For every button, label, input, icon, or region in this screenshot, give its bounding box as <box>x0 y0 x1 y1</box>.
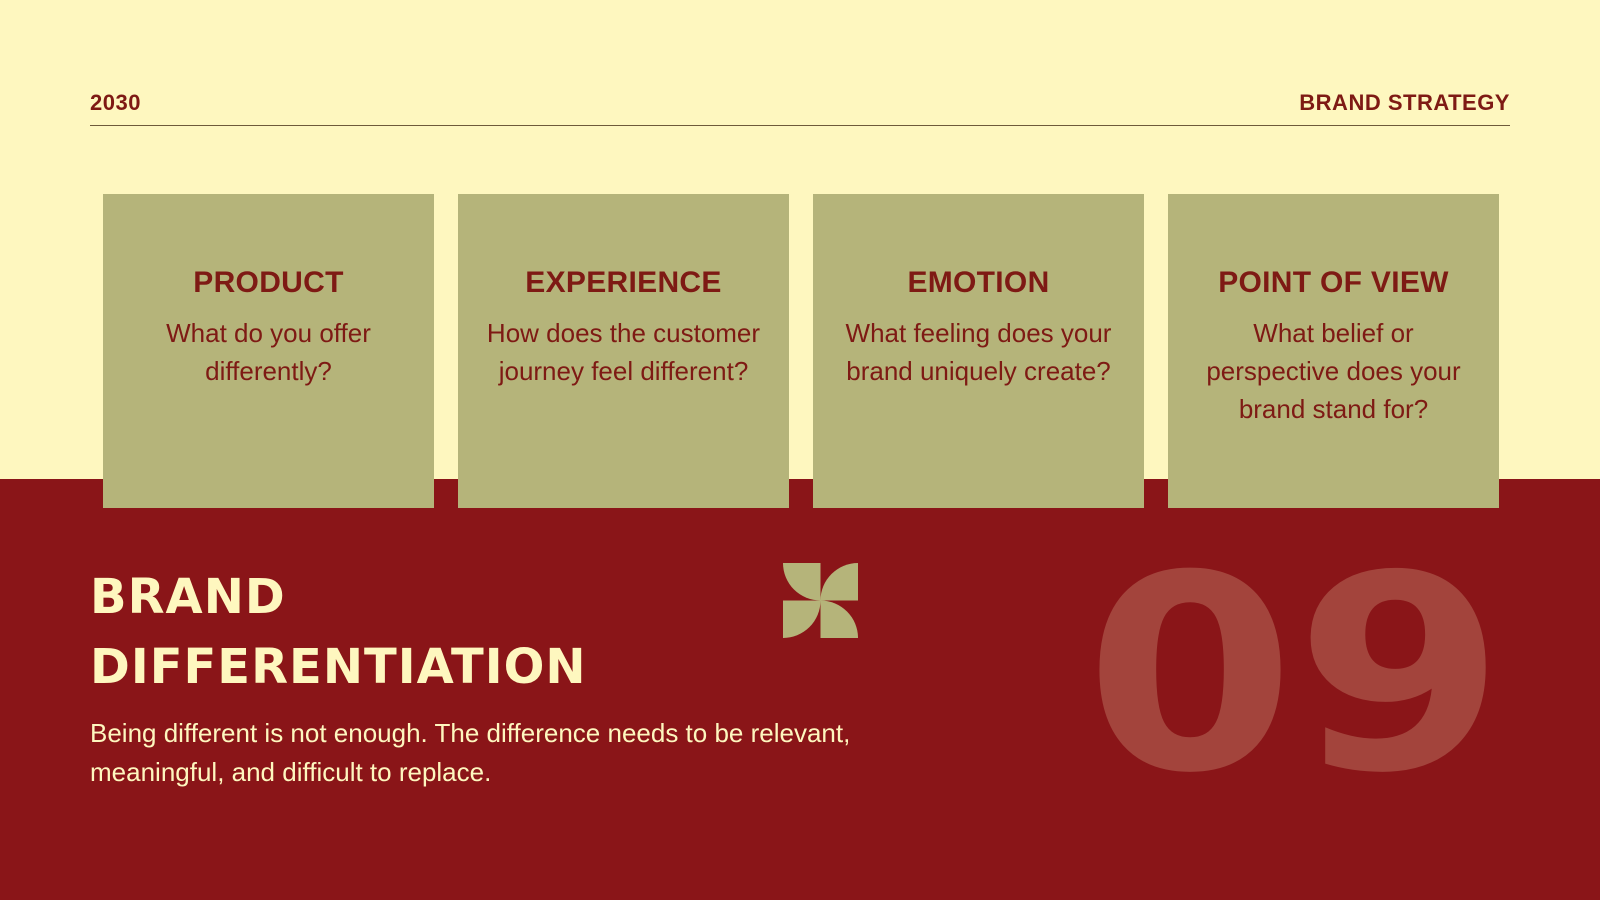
page-number-text: 09 <box>1085 528 1505 808</box>
card-text: What belief or perspective does your bra… <box>1206 318 1461 424</box>
card-point-of-view: POINT OF VIEW What belief or perspective… <box>1168 194 1499 508</box>
page-title: BRAND DIFFERENTIATION <box>90 562 587 702</box>
header-year: 2030 <box>90 90 141 115</box>
card-product: PRODUCT What do you offer differently? <box>103 194 434 508</box>
card-title: POINT OF VIEW <box>1218 266 1449 299</box>
card-title: EMOTION <box>907 266 1050 299</box>
page-title-line2: DIFFERENTIATION <box>90 639 587 695</box>
card-text: How does the customer journey feel diffe… <box>486 318 761 386</box>
header-divider <box>90 125 1510 126</box>
bottom-background <box>0 479 1600 900</box>
page-description: Being different is not enough. The diffe… <box>90 718 851 787</box>
header-section-title: BRAND STRATEGY <box>1299 90 1510 115</box>
card-title: PRODUCT <box>193 266 344 299</box>
card-title: EXPERIENCE <box>525 266 722 299</box>
page-title-line1: BRAND <box>90 569 286 625</box>
card-text: What do you offer differently? <box>166 318 371 386</box>
card-row: PRODUCT What do you offer differently? E… <box>103 194 1499 508</box>
pinwheel-icon <box>783 563 858 638</box>
card-emotion: EMOTION What feeling does your brand uni… <box>813 194 1144 508</box>
page-number: 09 <box>1085 528 1505 808</box>
card-experience: EXPERIENCE How does the customer journey… <box>458 194 789 508</box>
card-text: What feeling does your brand uniquely cr… <box>845 318 1112 386</box>
